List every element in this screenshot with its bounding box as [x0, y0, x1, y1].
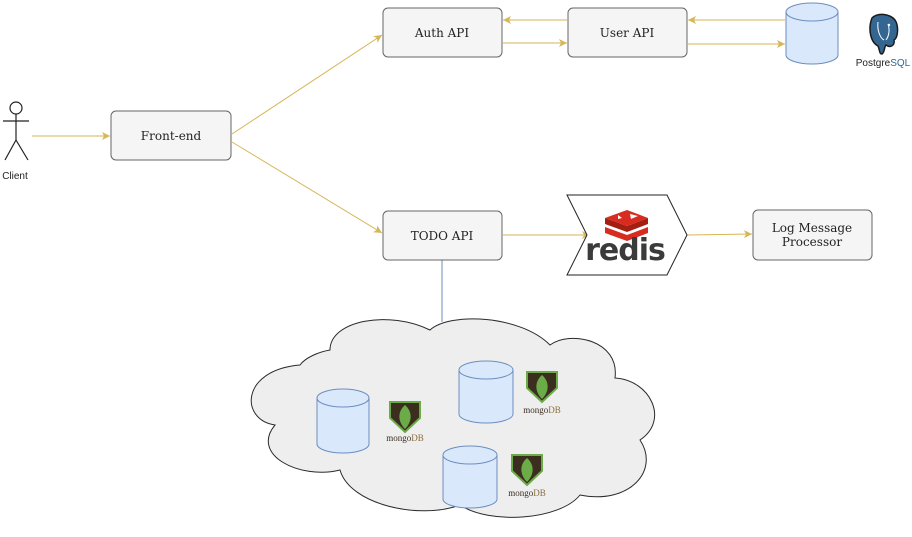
mongodb-label: mongoDB — [523, 405, 561, 415]
mongodb-label-suffix: DB — [411, 433, 424, 443]
frontend-box[interactable]: Front-end — [110, 110, 232, 161]
mongodb-label-suffix: DB — [548, 405, 561, 415]
postgresql-label-suffix: SQL — [890, 58, 910, 69]
log-processor-box[interactable]: Log Message Processor — [752, 209, 873, 261]
postgresql-label-prefix: Postgre — [856, 58, 891, 69]
redis-queue-shape: redis — [566, 194, 688, 276]
arrow-frontend-to-auth — [231, 34, 383, 135]
auth-api-label: Auth API — [414, 26, 470, 40]
mongodb-leaf-icon — [526, 371, 558, 404]
mongodb-label-prefix: mongo — [523, 405, 549, 415]
todo-api-box[interactable]: TODO API — [382, 210, 503, 261]
arrow-redis-to-log — [686, 230, 753, 239]
mongodb-label-suffix: DB — [533, 488, 546, 498]
postgresql-label: PostgreSQL — [856, 58, 911, 69]
cloud-shape — [250, 318, 656, 518]
arrow-frontend-to-todo — [231, 141, 383, 234]
auth-api-box[interactable]: Auth API — [382, 7, 503, 58]
log-processor-label-line2: Processor — [782, 235, 842, 249]
user-db-cylinder-icon — [785, 2, 839, 65]
mongodb-label-prefix: mongo — [386, 433, 412, 443]
mongodb-leaf-icon — [389, 401, 421, 434]
mongo-db-3-cylinder-icon — [442, 445, 498, 509]
client-label: Client — [2, 171, 28, 182]
user-api-box[interactable]: User API — [567, 7, 688, 58]
mongo-db-2-cylinder-icon — [458, 360, 514, 424]
mongodb-label-prefix: mongo — [508, 488, 534, 498]
mongodb-label: mongoDB — [386, 433, 424, 443]
todo-api-label: TODO API — [411, 229, 474, 243]
client-actor-icon — [3, 101, 29, 161]
log-processor-label-line1: Log Message — [772, 221, 852, 235]
redis-logo-icon — [605, 210, 648, 241]
postgresql-elephant-icon — [869, 13, 899, 55]
mongodb-leaf-icon — [511, 454, 543, 487]
mongodb-label: mongoDB — [508, 488, 546, 498]
frontend-label: Front-end — [141, 129, 202, 143]
redis-label: redis — [585, 233, 665, 268]
user-api-label: User API — [600, 26, 655, 40]
mongo-db-1-cylinder-icon — [316, 388, 370, 454]
